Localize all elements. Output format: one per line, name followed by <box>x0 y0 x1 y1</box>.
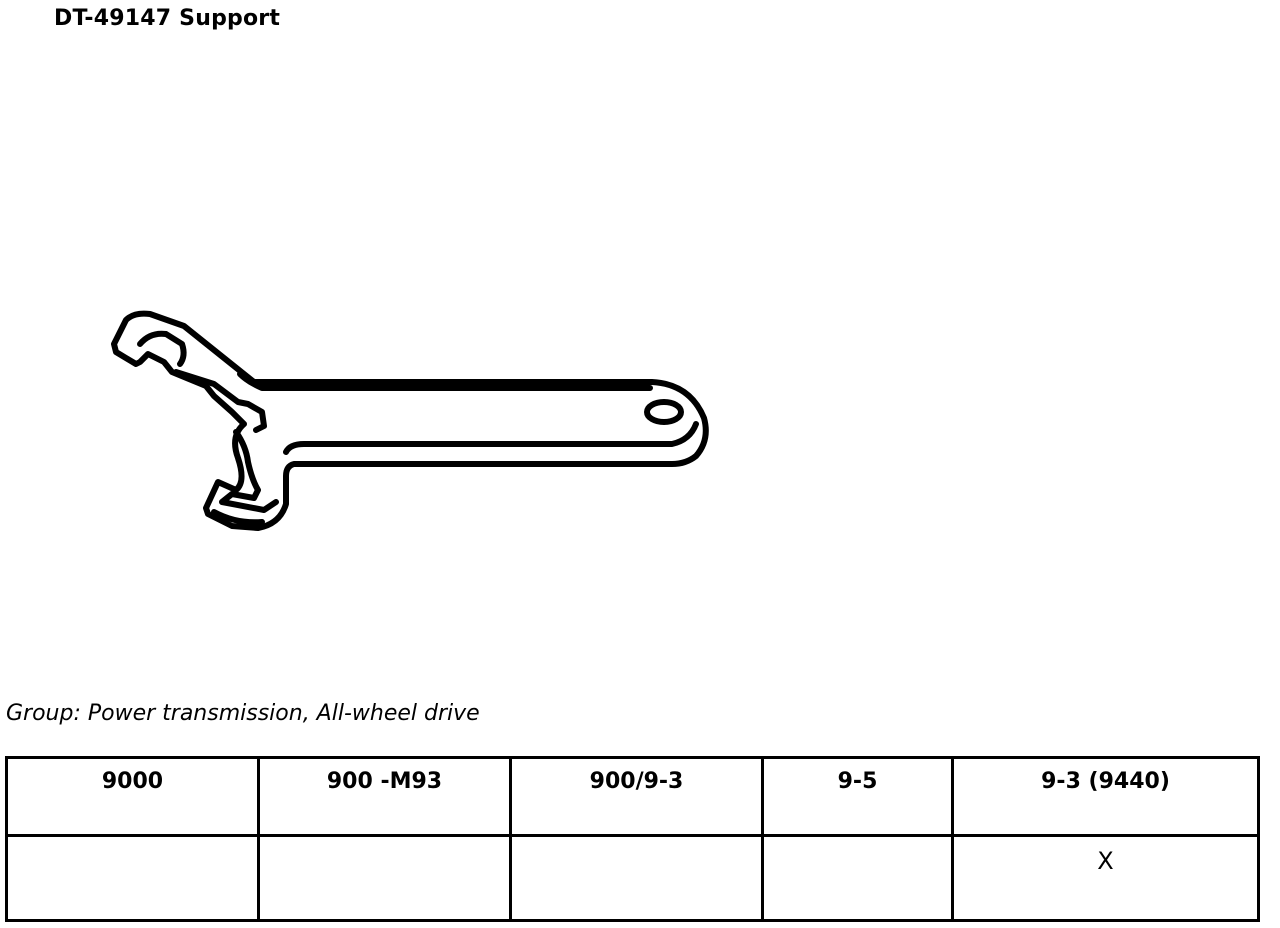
header-cell-9000: 9000 <box>5 755 260 838</box>
model-applicability-table: 9000 900 -M93 900/9-3 9-5 9-3 (9440) X <box>5 755 1260 922</box>
lower-jaw-edge <box>211 509 265 526</box>
handle-bevel <box>283 421 699 455</box>
cell-900-m93 <box>257 834 512 922</box>
header-cell-9-5: 9-5 <box>761 755 954 838</box>
header-cell-900-m93: 900 -M93 <box>257 755 512 838</box>
lower-jaw-inner <box>219 429 279 513</box>
handle-top-edge <box>237 371 653 391</box>
document-title: DT-49147 Support <box>54 6 281 31</box>
group-label: Group: Power transmission, All-wheel dri… <box>6 701 480 726</box>
cell-900-9-3 <box>509 834 764 922</box>
header-cell-9-3-9440: 9-3 (9440) <box>951 755 1260 838</box>
tool-outline <box>111 310 709 531</box>
cell-9000 <box>5 834 260 922</box>
upper-jaw-inner <box>137 330 187 367</box>
cell-9-3-9440: X <box>951 834 1260 922</box>
support-wrench-icon <box>111 310 709 531</box>
mounting-hole <box>644 399 684 425</box>
table-header-row: 9000 900 -M93 900/9-3 9-5 9-3 (9440) <box>5 755 1260 838</box>
cell-9-5 <box>761 834 954 922</box>
header-cell-900-9-3: 900/9-3 <box>509 755 764 838</box>
table-row: X <box>5 834 1260 922</box>
upper-jaw-bevel <box>173 369 267 433</box>
